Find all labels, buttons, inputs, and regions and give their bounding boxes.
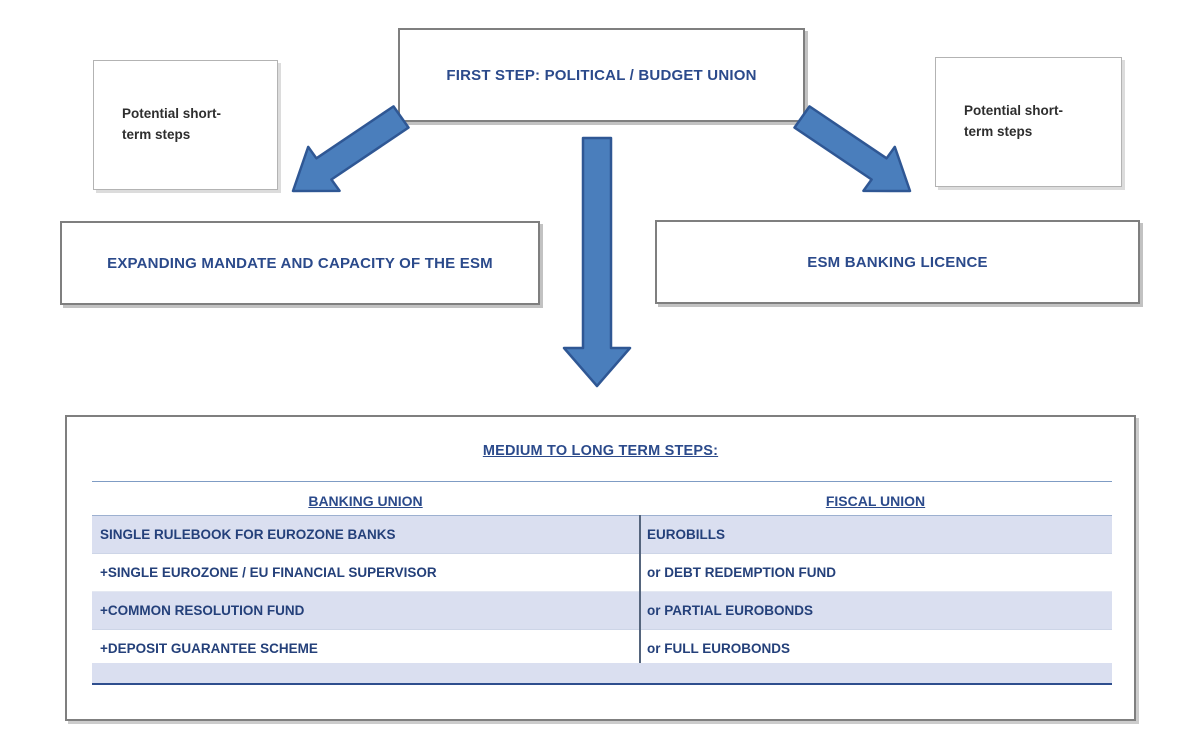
potential-steps-note-left: Potential short-term steps — [93, 60, 278, 190]
column-header-banking-union: BANKING UNION — [308, 493, 423, 509]
esm-mandate-box: EXPANDING MANDATE AND CAPACITY OF THE ES… — [60, 221, 540, 305]
arrow-down-right-icon — [793, 105, 912, 193]
esm-licence-label: ESM BANKING LICENCE — [807, 253, 988, 271]
table-body: SINGLE RULEBOOK FOR EUROZONE BANKS EUROB… — [92, 515, 1112, 668]
table-cell: +DEPOSIT GUARANTEE SCHEME — [100, 641, 318, 656]
table-cell: +SINGLE EUROZONE / EU FINANCIAL SUPERVIS… — [100, 565, 437, 580]
potential-steps-note-right: Potential short-term steps — [935, 57, 1122, 187]
table-row: +DEPOSIT GUARANTEE SCHEME or FULL EUROBO… — [92, 630, 1112, 668]
table-cell: +COMMON RESOLUTION FUND — [100, 603, 305, 618]
table-bottom-strip — [92, 663, 1112, 685]
first-step-label: FIRST STEP: POLITICAL / BUDGET UNION — [446, 66, 757, 84]
medium-long-term-panel: MEDIUM TO LONG TERM STEPS: BANKING UNION… — [65, 415, 1136, 721]
esm-mandate-label: EXPANDING MANDATE AND CAPACITY OF THE ES… — [107, 254, 493, 272]
table-title: MEDIUM TO LONG TERM STEPS: — [482, 443, 719, 459]
arrow-down-icon — [562, 136, 632, 388]
esm-licence-box: ESM BANKING LICENCE — [655, 220, 1140, 304]
table-cell: SINGLE RULEBOOK FOR EUROZONE BANKS — [100, 527, 396, 542]
table-cell: or PARTIAL EUROBONDS — [647, 603, 814, 618]
table-header-row: BANKING UNION FISCAL UNION — [92, 485, 1112, 517]
column-divider — [639, 515, 641, 663]
table-cell: EUROBILLS — [647, 527, 726, 542]
table-row: +SINGLE EUROZONE / EU FINANCIAL SUPERVIS… — [92, 554, 1112, 592]
first-step-box: FIRST STEP: POLITICAL / BUDGET UNION — [398, 28, 805, 122]
table-row: +COMMON RESOLUTION FUND or PARTIAL EUROB… — [92, 592, 1112, 630]
table-row: SINGLE RULEBOOK FOR EUROZONE BANKS EUROB… — [92, 516, 1112, 554]
table-cell: or FULL EUROBONDS — [647, 641, 791, 656]
potential-steps-label-right: Potential short-term steps — [964, 103, 1064, 139]
table-cell: or DEBT REDEMPTION FUND — [647, 565, 836, 580]
column-header-fiscal-union: FISCAL UNION — [825, 493, 926, 509]
potential-steps-label-left: Potential short-term steps — [122, 106, 222, 142]
arrow-down-left-icon — [291, 105, 410, 193]
header-top-rule — [92, 481, 1112, 482]
